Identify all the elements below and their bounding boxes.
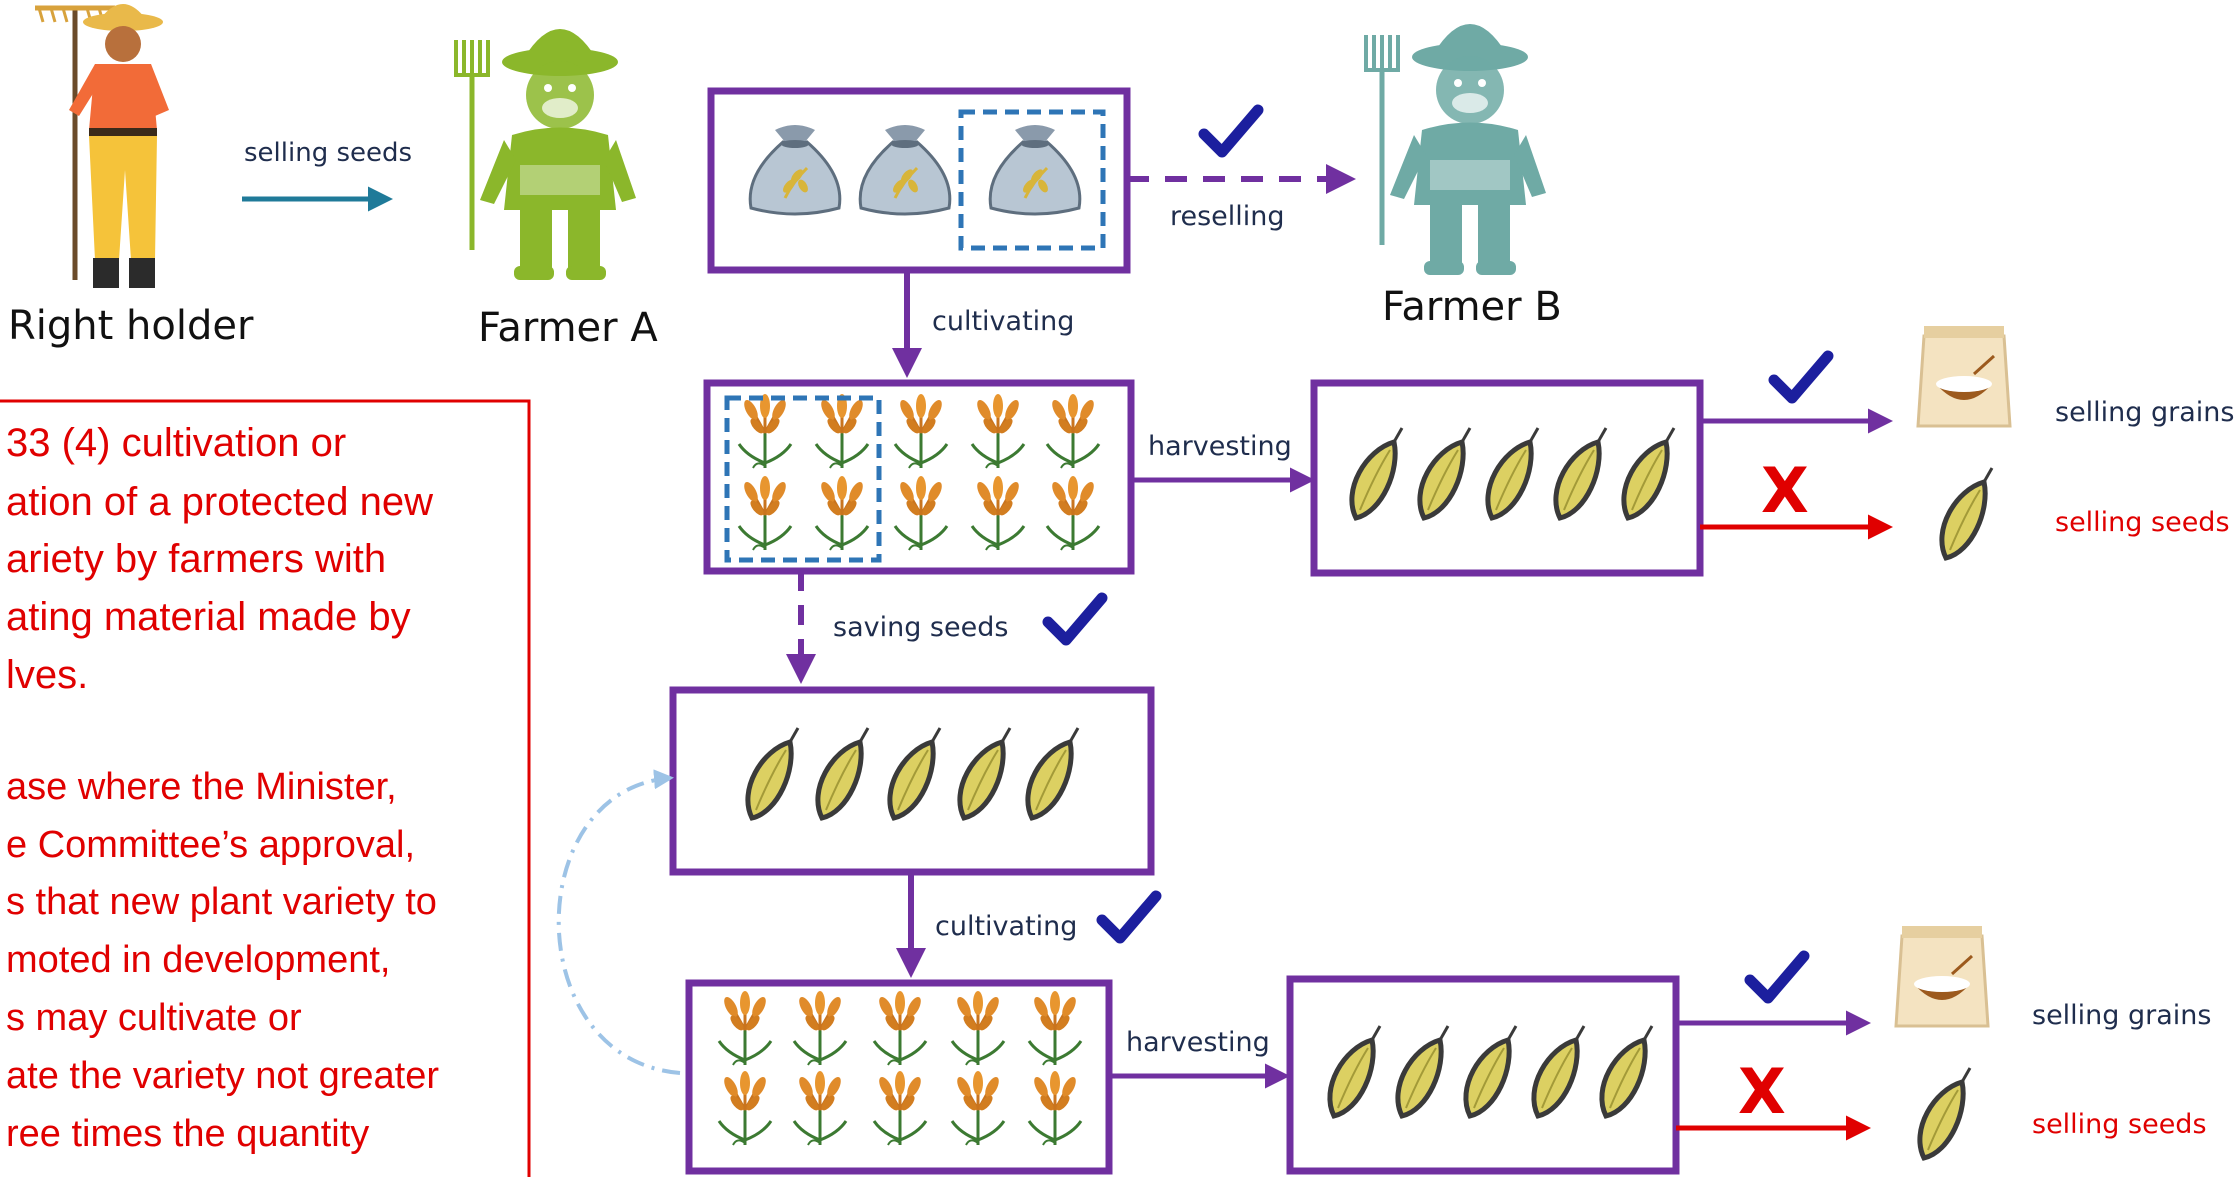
- seed-bag-icon: [988, 123, 1082, 216]
- harvest-seeds-2: [1330, 1026, 1652, 1116]
- wheat-plant-icon: [1045, 392, 1101, 470]
- rice-bag-icon: [1894, 924, 1990, 1028]
- harvest-box-2: [1286, 975, 1680, 1175]
- wheat-plant-icon: [814, 474, 870, 552]
- crop-field-box-1: [703, 379, 1135, 575]
- right-holder-icon: [35, 4, 169, 288]
- wheat-plant-icon: [872, 1069, 928, 1147]
- wheat-plant-icon: [893, 392, 949, 470]
- seed-icon: [1624, 428, 1674, 518]
- seed-icon: [1488, 428, 1538, 518]
- resold-bag-highlight: [958, 109, 1106, 251]
- prohibited-cross-icon: X: [1761, 454, 1809, 527]
- legal-note-body: ase where the Minister, e Committee’s ap…: [6, 766, 439, 1155]
- seed-bag-icon: [858, 123, 952, 216]
- seed-icon: [1920, 1068, 1970, 1158]
- saving-check-icon: [1048, 598, 1102, 640]
- seed-icon: [1602, 1026, 1652, 1116]
- note-title-line: ating material made by: [6, 595, 411, 639]
- wheat-plant-icon: [970, 392, 1026, 470]
- note-body-line: ase where the Minister,: [6, 766, 397, 808]
- seed-icon: [1556, 428, 1606, 518]
- wheat-plant-icon: [950, 989, 1006, 1067]
- note-body-line: s that new plant variety to: [6, 881, 437, 923]
- rice-bag-icon: [1916, 324, 2012, 428]
- farmer-a-label: Farmer A: [478, 305, 658, 351]
- wheat-plant-icon: [717, 1069, 773, 1147]
- seed-icon: [1942, 468, 1992, 558]
- wheat-plant-icon: [737, 392, 793, 470]
- wheat-group-2: [717, 989, 1083, 1147]
- wheat-plant-icon: [950, 1069, 1006, 1147]
- seed-icon: [1466, 1026, 1516, 1116]
- wheat-plant-icon: [792, 1069, 848, 1147]
- reselling-label: reselling: [1170, 201, 1285, 232]
- seed-bag-icon: [748, 123, 842, 216]
- harvest-box-1: [1310, 379, 1704, 577]
- allowed-check-icon: [1774, 356, 1828, 398]
- cultivating-check-icon: [1102, 896, 1156, 938]
- note-title-line: ation of a protected new: [6, 480, 433, 524]
- wheat-plant-icon: [814, 392, 870, 470]
- wheat-plant-icon: [970, 474, 1026, 552]
- farmer-b-label: Farmer B: [1382, 284, 1562, 330]
- seed-icon: [748, 728, 798, 818]
- seed-icon: [818, 728, 868, 818]
- selling-seeds-label: selling seeds: [244, 138, 412, 168]
- wheat-plant-icon: [717, 989, 773, 1067]
- allowed-check-icon: [1750, 956, 1804, 998]
- seed-icon: [1420, 428, 1470, 518]
- note-body-line: ree times the quantity: [6, 1113, 369, 1155]
- note-body-line: ate the variety not greater: [6, 1055, 439, 1097]
- selling-seeds-label-1: selling seeds: [2055, 507, 2230, 538]
- harvest-seeds-1: [1352, 428, 1674, 518]
- wheat-plant-icon: [1027, 1069, 1083, 1147]
- note-body-line: s may cultivate or: [6, 997, 302, 1039]
- note-body-line: e Committee’s approval,: [6, 824, 415, 866]
- wheat-plant-icon: [893, 474, 949, 552]
- seed-icon: [1028, 728, 1078, 818]
- selling-seeds-label-2: selling seeds: [2032, 1109, 2207, 1140]
- note-title-line: 33 (4) cultivation or: [6, 421, 346, 465]
- harvesting-label-1: harvesting: [1148, 431, 1292, 462]
- seed-icon: [1330, 1026, 1380, 1116]
- seed-icon: [1398, 1026, 1448, 1116]
- legal-note-title: 33 (4) cultivation or ation of a protect…: [6, 421, 433, 697]
- note-title-line: ariety by farmers with: [6, 537, 386, 581]
- note-body-line: moted in development,: [6, 939, 390, 981]
- seed-icon: [960, 728, 1010, 818]
- wheat-plant-icon: [872, 989, 928, 1067]
- wheat-plant-icon: [792, 989, 848, 1067]
- cultivating-label-2: cultivating: [935, 911, 1077, 942]
- farmer-b-icon: [1366, 24, 1546, 275]
- selling-grains-label-1: selling grains: [2055, 397, 2234, 428]
- cultivating-label-1: cultivating: [932, 306, 1074, 337]
- note-title-line: lves.: [6, 653, 88, 697]
- saved-seed-highlight: [724, 395, 882, 563]
- selling-grains-label-2: selling grains: [2032, 1000, 2211, 1031]
- seed-icon: [1534, 1026, 1584, 1116]
- right-holder-label: Right holder: [8, 303, 254, 349]
- farmer-a-icon: [456, 29, 636, 280]
- harvesting-label-2: harvesting: [1126, 1027, 1270, 1058]
- seed-icon: [890, 728, 940, 818]
- wheat-plant-icon: [737, 474, 793, 552]
- wheat-plant-icon: [1045, 474, 1101, 552]
- legal-note-box: [0, 399, 531, 1177]
- repeat-cycle-arrow: [556, 769, 681, 1075]
- saving-seeds-label: saving seeds: [833, 612, 1008, 643]
- seed-icon: [1352, 428, 1402, 518]
- saved-seeds: [748, 728, 1078, 818]
- wheat-group-1: [737, 392, 1101, 552]
- prohibited-cross-icon: X: [1738, 1055, 1786, 1128]
- wheat-plant-icon: [1027, 989, 1083, 1067]
- reselling-check-icon: [1204, 110, 1258, 152]
